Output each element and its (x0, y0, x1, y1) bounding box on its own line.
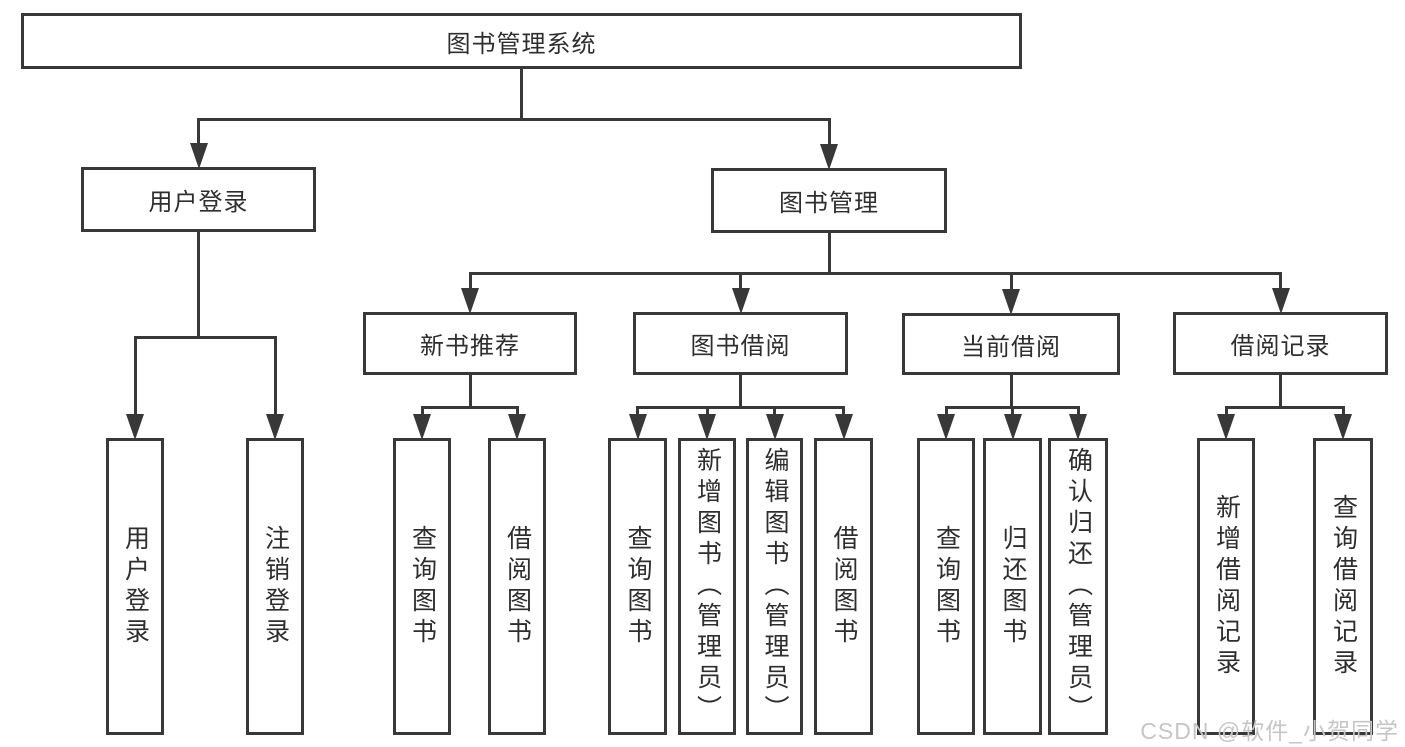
connector-stem-bb-borrow (842, 407, 845, 416)
node-label-bb-borrow: 借阅图书 (830, 524, 858, 649)
connector-stub-new-book-rec (468, 375, 472, 407)
arrowhead-down-icon (731, 288, 750, 314)
connector-stem-cb-return (1011, 407, 1014, 416)
connector-stem-book-borrow (739, 273, 742, 290)
node-current-borrow: 当前借阅 (902, 313, 1120, 375)
connector-stem-borrow-records (1279, 273, 1282, 290)
arrowhead-down-icon (834, 414, 853, 440)
arrowhead-down-icon (628, 414, 647, 440)
node-bb-borrow: 借阅图书 (814, 438, 873, 735)
node-label-cb-query: 查询图书 (932, 524, 961, 649)
connector-stem-login (133, 337, 137, 416)
node-book-mgmt: 图书管理 (711, 168, 947, 233)
connector-stub-root (520, 69, 523, 119)
connector-stem-nbr-query (420, 407, 424, 416)
node-nbr-query: 查询图书 (393, 438, 451, 735)
connector-split-root (197, 117, 831, 121)
node-user-login: 用户登录 (81, 167, 316, 232)
arrowhead-down-icon (508, 414, 526, 440)
connector-stem-br-query (1341, 407, 1345, 416)
connector-stem-user-login (197, 119, 200, 145)
arrowhead-down-icon (1334, 414, 1352, 440)
arrowhead-down-icon (765, 414, 784, 440)
node-label-br-query: 查询借阅记录 (1329, 493, 1358, 680)
connector-stem-cb-query (944, 407, 948, 416)
arrowhead-down-icon (820, 144, 838, 170)
node-borrow-records: 借阅记录 (1173, 312, 1388, 375)
connector-stem-book-mgmt (827, 119, 831, 146)
arrowhead-down-icon (1271, 288, 1290, 314)
csdn-watermark: CSDN @软件_小贺同学 (1140, 718, 1399, 744)
connector-split-user-login (133, 335, 277, 339)
node-bb-add: 新增图书（管理员） (678, 438, 736, 735)
node-label-user-login: 用户登录 (148, 189, 249, 216)
node-bb-edit: 编辑图书（管理员） (746, 438, 803, 735)
node-cb-confirm: 确认归还（管理员） (1048, 438, 1108, 735)
node-label-cb-return: 归还图书 (999, 524, 1027, 649)
node-bb-query: 查询图书 (608, 438, 667, 735)
connector-split-book-mgmt (468, 271, 1282, 275)
connector-stub-user-login (197, 232, 200, 337)
arrowhead-down-icon (266, 414, 284, 440)
connector-split-new-book-rec (420, 405, 519, 409)
node-label-login: 用户登录 (121, 524, 150, 649)
node-cb-query: 查询图书 (917, 438, 975, 735)
node-label-book-mgmt: 图书管理 (779, 190, 879, 217)
node-book-borrow: 图书借阅 (633, 312, 848, 375)
node-new-book-rec: 新书推荐 (363, 312, 577, 375)
connector-stub-borrow-records (1279, 375, 1282, 407)
arrowhead-down-icon (1002, 289, 1020, 315)
arrowhead-down-icon (1217, 414, 1235, 440)
arrowhead-down-icon (189, 143, 208, 169)
arrowhead-down-icon (937, 414, 955, 440)
connector-stem-logout (273, 337, 277, 416)
node-label-bb-edit: 编辑图书（管理员） (761, 447, 789, 726)
node-label-current-borrow: 当前借阅 (961, 333, 1061, 361)
node-br-add: 新增借阅记录 (1197, 438, 1255, 735)
connector-stem-current-borrow (1009, 273, 1013, 291)
node-label-br-add: 新增借阅记录 (1212, 493, 1241, 680)
node-label-nbr-borrow: 借阅图书 (503, 524, 532, 649)
arrowhead-down-icon (126, 414, 144, 440)
connector-stem-bb-query (636, 407, 639, 416)
node-label-bb-query: 查询图书 (624, 524, 652, 649)
connector-split-borrow-records (1224, 405, 1345, 409)
connector-stem-bb-add (705, 407, 709, 416)
node-label-bb-add: 新增图书（管理员） (693, 447, 722, 726)
node-root: 图书管理系统 (21, 13, 1022, 69)
arrowhead-down-icon (461, 288, 479, 314)
connector-split-book-borrow (636, 405, 845, 409)
node-login: 用户登录 (106, 438, 164, 735)
node-br-query: 查询借阅记录 (1313, 438, 1373, 735)
arrowhead-down-icon (1003, 414, 1022, 440)
node-label-cb-confirm: 确认归还（管理员） (1064, 447, 1093, 726)
connector-stem-new-book-rec (468, 273, 472, 290)
node-label-root: 图书管理系统 (446, 30, 597, 58)
node-label-logout: 注销登录 (261, 524, 290, 649)
arrowhead-down-icon (1069, 414, 1087, 440)
connector-stem-nbr-borrow (515, 407, 519, 416)
connector-stem-bb-edit (773, 407, 776, 416)
connector-stub-book-mgmt (827, 233, 831, 273)
node-label-nbr-query: 查询图书 (408, 524, 437, 649)
connector-stub-current-borrow (1009, 375, 1013, 407)
arrowhead-down-icon (698, 414, 716, 440)
node-label-new-book-rec: 新书推荐 (420, 333, 520, 360)
connector-stem-br-add (1224, 407, 1228, 416)
connector-stub-book-borrow (739, 375, 742, 407)
node-cb-return: 归还图书 (983, 438, 1042, 735)
node-label-borrow-records: 借阅记录 (1230, 333, 1331, 360)
node-logout: 注销登录 (246, 438, 304, 735)
arrowhead-down-icon (413, 414, 431, 440)
node-label-book-borrow: 图书借阅 (690, 333, 791, 360)
node-nbr-borrow: 借阅图书 (488, 438, 546, 735)
connector-stem-cb-confirm (1076, 407, 1080, 416)
